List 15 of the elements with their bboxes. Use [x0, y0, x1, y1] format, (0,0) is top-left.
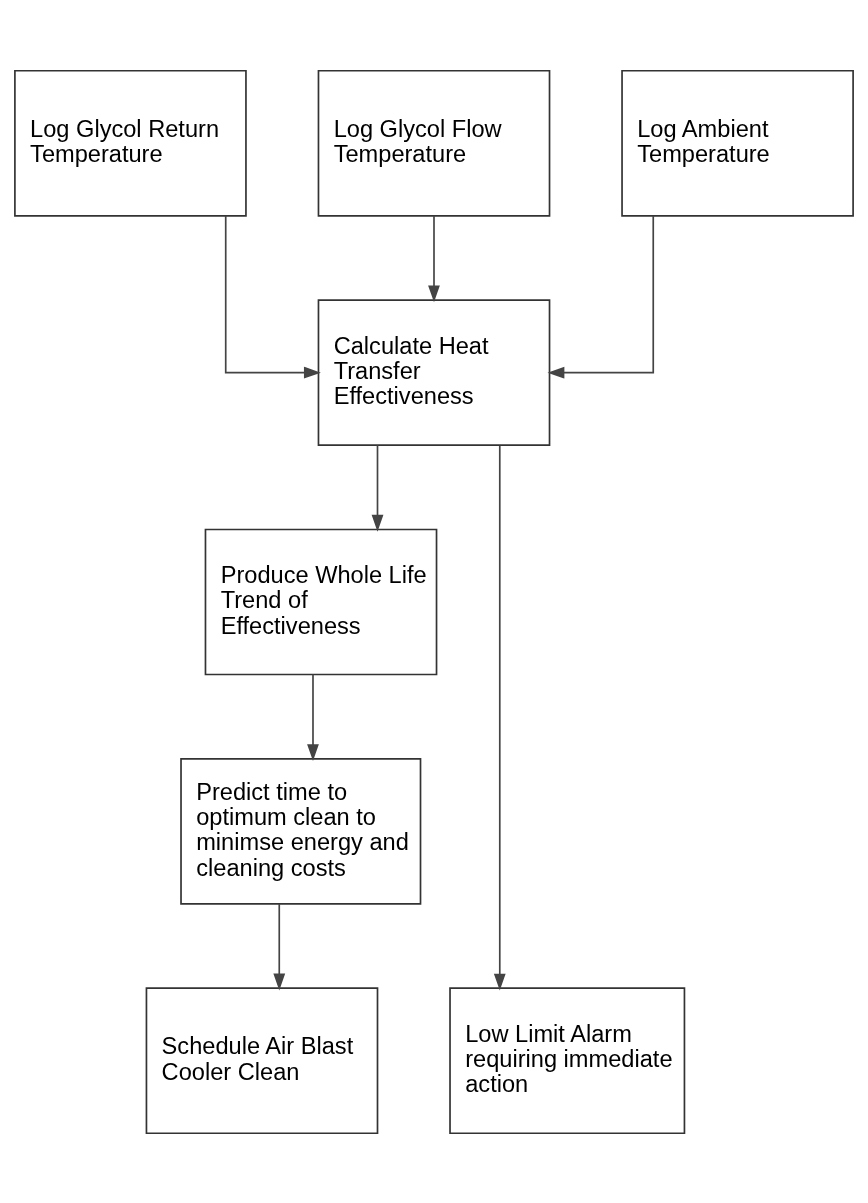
node-box: Schedule Air Blast Cooler Clean [145, 986, 379, 1134]
node-box: Log Glycol Return Temperature [14, 69, 247, 217]
arrow [273, 902, 286, 990]
node-box: Calculate Heat Transfer Effectiveness [317, 298, 551, 446]
node-box: Low Limit Alarm requiring immediate action [449, 986, 686, 1134]
node-box: Predict time to optimum clean to minimse energy and cleaning costs [180, 757, 422, 905]
node-box: Log Ambient Temperature [621, 69, 854, 217]
arrow [547, 214, 655, 379]
arrow [428, 214, 440, 302]
arrow [307, 673, 319, 761]
node-box: Log Glycol Flow Temperature [317, 69, 551, 217]
arrow [371, 443, 384, 532]
arrow [224, 214, 321, 379]
node-box: Produce Whole Life Trend of Effectiveness [204, 528, 438, 675]
arrow [493, 444, 506, 991]
